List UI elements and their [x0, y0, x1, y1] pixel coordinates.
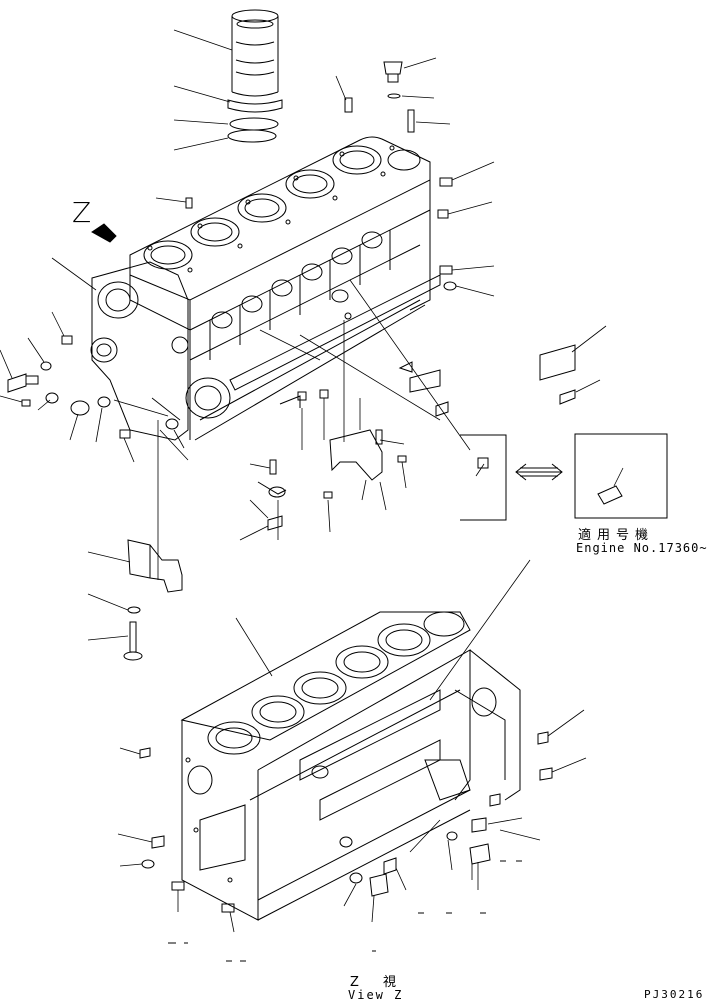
- dash-marks: [168, 860, 522, 962]
- main-bearing-cap-lower: [123, 539, 183, 661]
- front-fasteners: [7, 335, 329, 531]
- view-caption-en: View Z: [348, 988, 404, 1002]
- view-direction-letter: Z: [72, 196, 92, 229]
- lower-fasteners: [139, 731, 553, 913]
- drawing-number: PJ30216: [644, 988, 705, 1001]
- view-direction-arrow: [91, 223, 117, 243]
- main-bearing-cap-upper: [323, 429, 407, 499]
- upper-cylinder-block: [129, 136, 441, 441]
- upper-fasteners: [185, 61, 576, 417]
- detail-inset-before: [460, 434, 507, 521]
- interchange-arrow: [515, 463, 563, 481]
- cylinder-liner: [231, 9, 279, 97]
- view-caption-jp: Z 視: [350, 975, 407, 990]
- detail-inset-after: [574, 433, 668, 519]
- front-plate: [90, 261, 231, 441]
- lower-cylinder-block: [180, 611, 521, 921]
- leader-lines: [0, 29, 624, 933]
- engine-number-label: Engine No.17360~: [576, 541, 708, 555]
- applicable-machine-label: 適用号機: [578, 528, 655, 543]
- liner-o-rings: [227, 99, 283, 143]
